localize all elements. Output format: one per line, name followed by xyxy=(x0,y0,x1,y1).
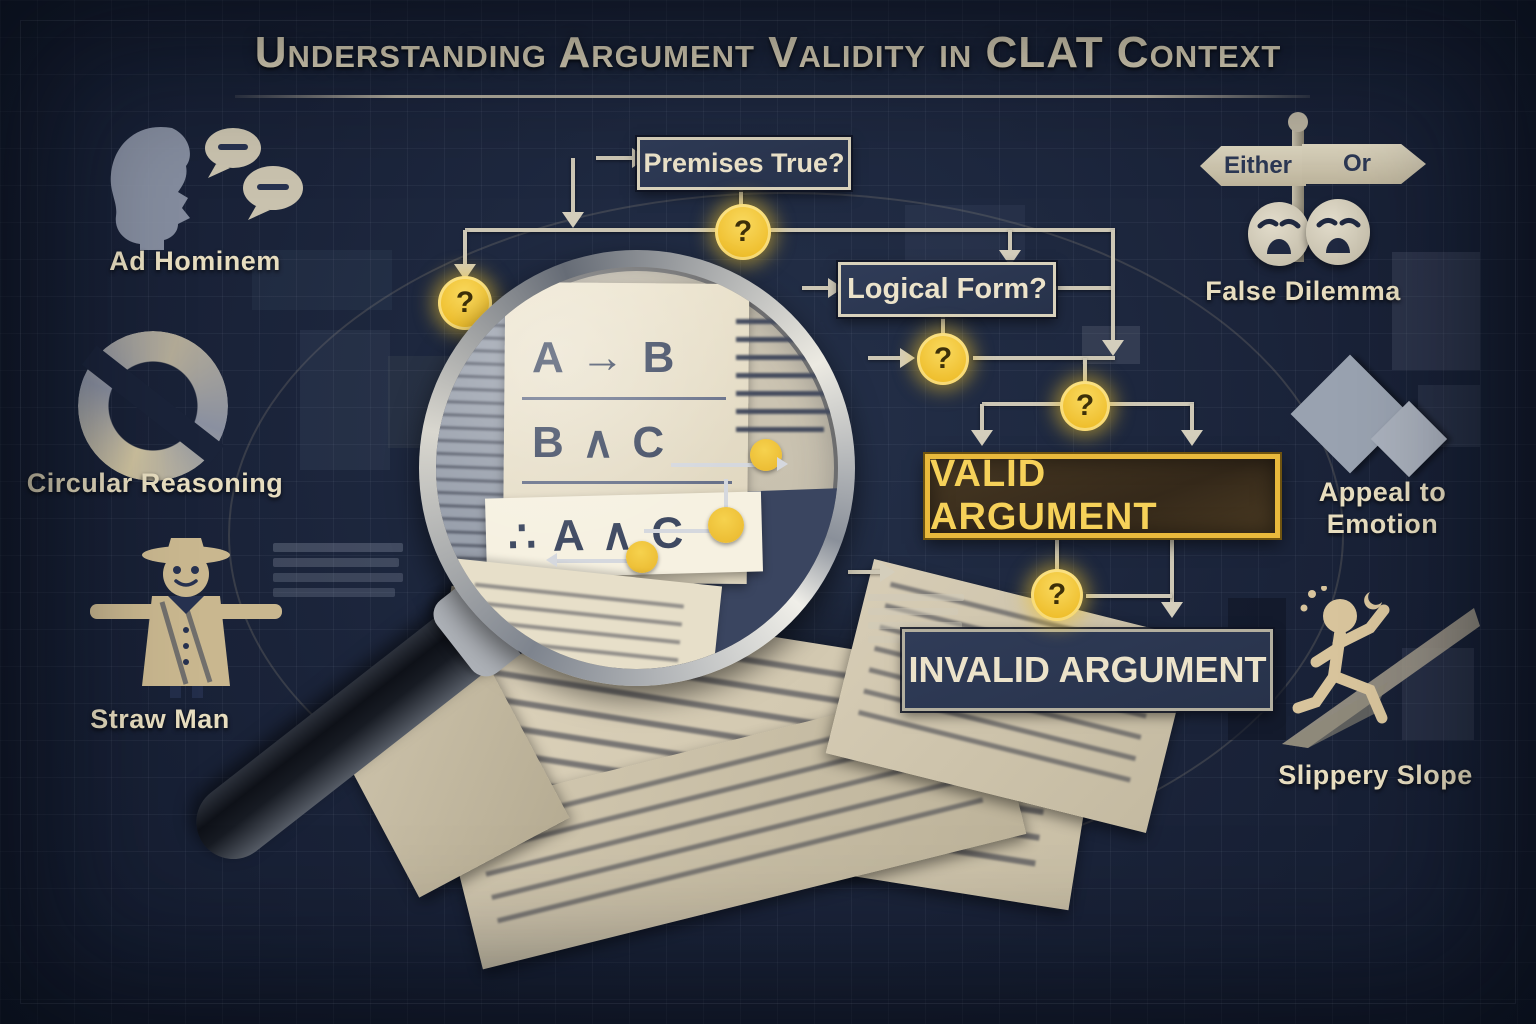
mini-diagram-line xyxy=(644,529,728,533)
invalid-argument-label: INVALID ARGUMENT xyxy=(908,649,1267,690)
list-line xyxy=(736,337,838,342)
question-mark: ? xyxy=(1047,578,1067,611)
list-line xyxy=(736,391,832,396)
valid-argument-box: VALID ARGUMENT xyxy=(925,453,1280,538)
question-mark: ? xyxy=(733,215,753,248)
appeal-line1: Appeal to xyxy=(1318,477,1447,507)
decor-bar xyxy=(868,622,962,629)
formula-line: B ∧ C xyxy=(532,418,668,467)
decor-bar xyxy=(868,594,964,601)
bg-block xyxy=(252,250,392,310)
mini-diagram-line xyxy=(724,479,728,531)
magnifying-glass-icon: A → B B ∧ C ∴ A ∧ C xyxy=(419,250,855,686)
appeal-to-emotion-label: Appeal to Emotion xyxy=(1290,476,1475,541)
signpost-either-or-icon: Either xyxy=(1200,146,1306,186)
title-underline xyxy=(235,95,1310,98)
arrowhead-right xyxy=(900,348,915,368)
arrowhead-down xyxy=(971,430,993,446)
logical-form-label: Logical Form? xyxy=(847,273,1047,305)
valid-argument-label: VALID ARGUMENT xyxy=(930,453,1158,538)
signpost-either-or-icon: Or xyxy=(1302,144,1426,184)
question-mark-badge-icon: ? xyxy=(1031,569,1083,621)
false-dilemma-label: False Dilemma xyxy=(1205,276,1401,306)
formula-line: ∴ A ∧ C xyxy=(507,508,687,563)
arrowhead-down xyxy=(1181,430,1203,446)
paper-text-lines xyxy=(467,582,684,669)
flow-line xyxy=(941,310,945,336)
formula-rule xyxy=(522,481,732,484)
flow-line xyxy=(1086,594,1172,598)
decor-bar xyxy=(273,543,403,552)
magnifier-lens: A → B B ∧ C ∴ A ∧ C xyxy=(436,267,838,669)
flow-line xyxy=(1008,230,1012,252)
premises-true-box: Premises True? xyxy=(637,137,851,190)
list-line xyxy=(736,319,838,324)
list-line xyxy=(736,427,824,432)
flow-line xyxy=(739,183,743,207)
diagram-node-dot xyxy=(626,541,658,573)
diagram-node-dot xyxy=(750,439,782,471)
list-line xyxy=(736,409,838,414)
head-profile-speech-icon xyxy=(100,122,310,250)
page-title: Understanding Argument Validity in CLAT … xyxy=(254,28,1282,77)
slippery-slope-figure-icon xyxy=(1278,586,1488,758)
circular-reasoning-label: Circular Reasoning xyxy=(26,468,284,498)
either-sign-label: Either xyxy=(1223,152,1292,179)
logical-form-box: Logical Form? xyxy=(838,262,1056,317)
or-sign-label: Or xyxy=(1342,150,1371,177)
sad-faces-icon xyxy=(1248,202,1310,266)
flow-line xyxy=(1050,286,1114,290)
question-mark: ? xyxy=(1075,389,1095,422)
diagram-node-dot xyxy=(708,507,744,543)
list-line xyxy=(736,355,836,360)
premises-true-label: Premises True? xyxy=(643,148,845,178)
flow-line xyxy=(596,156,634,160)
flow-line xyxy=(571,158,575,214)
invalid-argument-box: INVALID ARGUMENT xyxy=(902,629,1273,711)
slippery-slope-label: Slippery Slope xyxy=(1278,760,1473,790)
ad-hominem-label: Ad Hominem xyxy=(109,246,281,276)
list-line xyxy=(736,373,838,378)
straw-man-label: Straw Man xyxy=(90,704,230,734)
bg-block xyxy=(300,330,390,470)
flow-line xyxy=(1055,528,1059,570)
decor-bar xyxy=(273,558,399,567)
flow-line xyxy=(1111,230,1115,342)
decor-bar xyxy=(868,608,958,615)
flow-line xyxy=(868,356,904,360)
mini-arrowhead xyxy=(777,457,788,471)
circular-arrows-icon xyxy=(78,331,228,481)
question-mark-badge-icon: ? xyxy=(1060,381,1110,431)
signpost-knob xyxy=(1288,112,1308,132)
appeal-line2: Emotion xyxy=(1326,509,1439,540)
decor-bar xyxy=(273,573,403,582)
arrowhead-down xyxy=(562,212,584,228)
arrowhead-down xyxy=(1102,340,1124,356)
flow-line xyxy=(465,228,1115,232)
question-mark-badge-icon: ? xyxy=(715,204,771,260)
formula-line: A → B xyxy=(532,333,678,382)
bg-block xyxy=(1392,252,1480,370)
flow-line xyxy=(848,570,884,574)
mini-arrowhead xyxy=(546,553,557,567)
sad-faces-icon xyxy=(1306,199,1370,265)
flow-line xyxy=(980,404,984,432)
flow-line xyxy=(463,230,467,266)
mini-diagram-line xyxy=(554,559,644,563)
flow-line xyxy=(802,286,832,290)
flow-line xyxy=(973,356,1115,360)
decor-bar xyxy=(273,588,395,597)
question-mark-badge-icon: ? xyxy=(917,333,969,385)
arrowhead-down xyxy=(1161,602,1183,618)
formula-rule xyxy=(522,397,726,400)
mini-diagram-line xyxy=(671,463,783,467)
arrowhead-right xyxy=(880,562,895,582)
flow-line xyxy=(1170,528,1174,606)
flow-line xyxy=(1190,404,1194,432)
annotation-list xyxy=(736,319,838,432)
question-mark: ? xyxy=(933,342,953,375)
scarecrow-icon xyxy=(88,538,284,700)
